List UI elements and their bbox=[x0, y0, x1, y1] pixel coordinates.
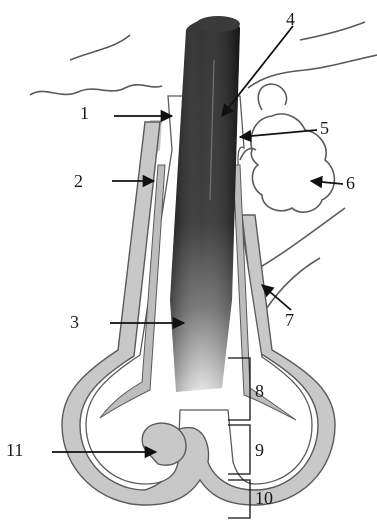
callout-label-6: 6 bbox=[346, 174, 355, 192]
callout-label-3: 3 bbox=[70, 313, 79, 331]
skin-surface-left bbox=[30, 85, 162, 95]
callout-label-2: 2 bbox=[74, 172, 83, 190]
callout-label-7: 7 bbox=[285, 311, 294, 329]
skin-contour-right bbox=[258, 84, 286, 110]
arrector-pili-muscle bbox=[252, 208, 345, 272]
callout-label-4: 4 bbox=[286, 10, 295, 28]
skin-line-upper-left bbox=[70, 35, 130, 60]
callout-label-8: 8 bbox=[255, 382, 264, 400]
callout-label-10: 10 bbox=[255, 489, 273, 507]
callout-label-11: 11 bbox=[6, 441, 23, 459]
callout-label-1: 1 bbox=[80, 104, 89, 122]
hair-tip bbox=[196, 16, 240, 32]
callout-label-5: 5 bbox=[320, 119, 329, 137]
callout-label-9: 9 bbox=[255, 441, 264, 459]
skin-line-upper-right bbox=[300, 22, 365, 40]
